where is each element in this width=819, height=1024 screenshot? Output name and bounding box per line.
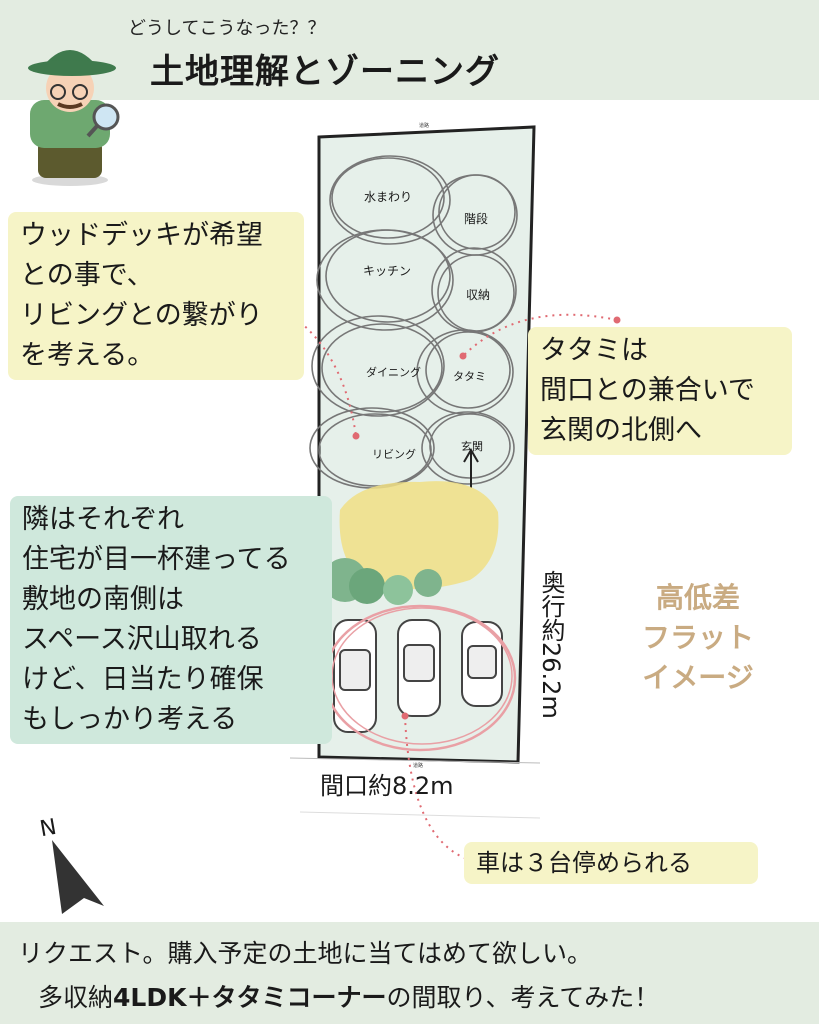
- note-line: もしっかり考える: [22, 704, 238, 735]
- note-wood-deck: ウッドデッキが希望 との事で、 リビングとの繋がり を考える。: [8, 212, 304, 380]
- north-arrow-icon: [52, 840, 104, 914]
- header-band: [0, 0, 819, 100]
- zone-label-storage: 収納: [466, 288, 491, 302]
- depth-dimension: 奥行約26.2m: [537, 570, 565, 719]
- elevation-line: フラット: [641, 621, 754, 654]
- footer-summary: 多収納4LDK＋タタミコーナーの間取り、考えてみた！: [38, 978, 659, 1014]
- footer-summary-bold: 4LDK＋タタミコーナー: [113, 983, 387, 1012]
- zone-label-stairs: 階段: [464, 212, 489, 226]
- note-line: 住宅が目一杯建ってる: [22, 544, 291, 575]
- note-cars: 車は３台停められる: [464, 842, 758, 884]
- note-line: けど、日当たり確保: [22, 664, 264, 695]
- zone-sketches: [309, 155, 518, 489]
- footer-band: [0, 922, 819, 1024]
- note-line: 敷地の南側は: [22, 584, 184, 615]
- zone-label-tatami: タタミ: [453, 370, 486, 383]
- footer-summary-pre: 多収納: [38, 983, 114, 1012]
- tree-icon: [323, 558, 442, 605]
- road-label-bottom: 道路: [413, 763, 424, 769]
- note-line: との事で、: [20, 260, 154, 291]
- note-line: タタミは: [540, 335, 648, 366]
- garden-area: [339, 481, 499, 590]
- zone-label-dining: ダイニング: [366, 366, 421, 379]
- note-line: を考える。: [20, 340, 155, 371]
- page-title: 土地理解とゾーニング: [150, 52, 500, 92]
- zone-label-water: 水まわり: [364, 190, 413, 204]
- frontage-dimension: 間口約8.2m: [320, 772, 454, 800]
- elevation-line: 高低差: [655, 581, 740, 614]
- road-label-top: 道路: [419, 123, 430, 129]
- footer-summary-post: の間取り、考えてみた！: [386, 983, 660, 1012]
- footer-request: リクエスト。購入予定の土地に当てはめて欲しい。: [18, 939, 593, 968]
- note-line: リビングとの繋がり: [20, 300, 263, 331]
- note-line: スペース沢山取れる: [22, 624, 262, 655]
- subtitle: どうしてこうなった？？: [128, 18, 326, 39]
- note-line: 間口との兼合いで: [540, 375, 755, 406]
- elevation-label: 高低差 フラット イメージ: [628, 578, 768, 698]
- note-line: ウッドデッキが希望: [20, 220, 263, 251]
- note-tatami: タタミは 間口との兼合いで 玄関の北側へ: [528, 327, 792, 455]
- elevation-line: イメージ: [642, 661, 754, 694]
- zone-label-living: リビング: [372, 448, 416, 461]
- north-label: N: [37, 814, 59, 843]
- site-plot: [317, 125, 536, 764]
- zone-label-kitchen: キッチン: [363, 264, 412, 278]
- note-line: 玄関の北側へ: [540, 415, 702, 446]
- note-line: 隣はそれぞれ: [22, 504, 184, 535]
- zone-label-entrance: 玄関: [461, 440, 483, 453]
- note-south: 隣はそれぞれ 住宅が目一杯建ってる 敷地の南側は スペース沢山取れる けど、日当…: [10, 496, 332, 744]
- car-icon: [333, 619, 503, 733]
